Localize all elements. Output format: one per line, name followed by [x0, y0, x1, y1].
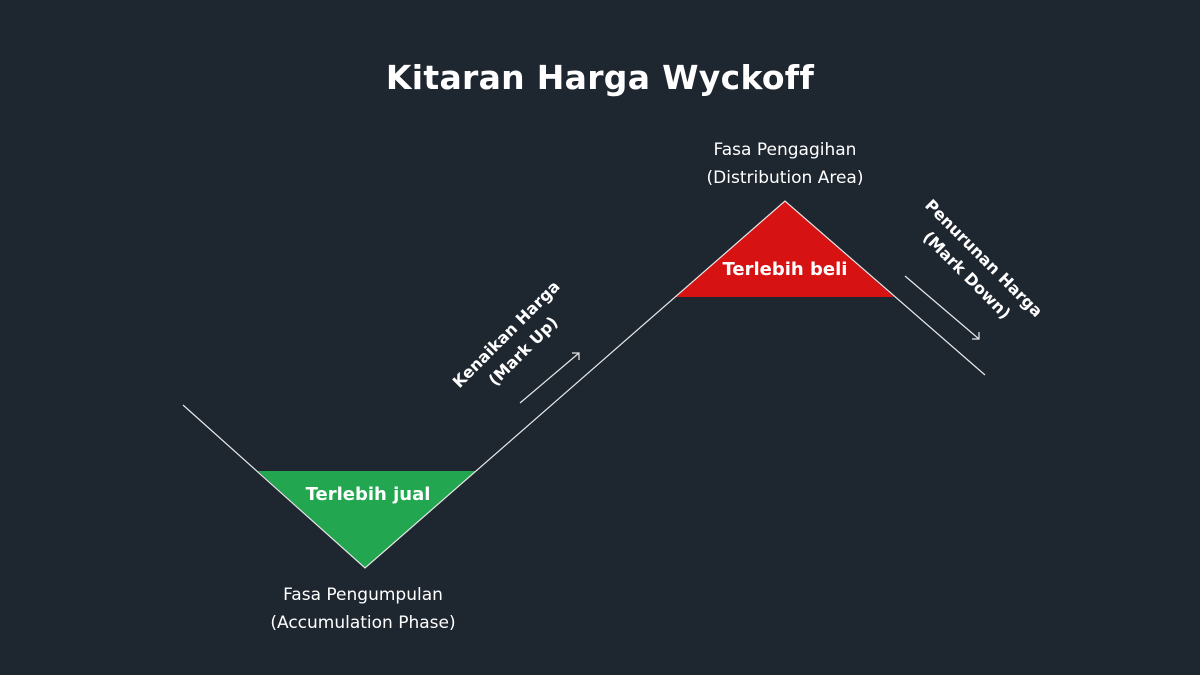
markup-arrow [519, 352, 580, 404]
accumulation-phase-english: (Accumulation Phase) [270, 613, 456, 633]
distribution-phase-english: (Distribution Area) [706, 168, 864, 188]
distribution-phase-label: Fasa Pengagihan (Distribution Area) [635, 136, 935, 192]
price-cycle-line [182, 200, 986, 569]
distribution-phase-name: Fasa Pengagihan [713, 140, 857, 160]
markdown-arrow [904, 275, 980, 340]
accumulation-phase-label: Fasa Pengumpulan (Accumulation Phase) [213, 581, 513, 637]
overbought-label: Terlebih beli [722, 259, 848, 280]
accumulation-phase-name: Fasa Pengumpulan [283, 585, 443, 605]
oversold-triangle [258, 471, 476, 568]
overbought-triangle [676, 201, 894, 297]
oversold-label: Terlebih jual [305, 484, 431, 505]
diagram-title: Kitaran Harga Wyckoff [385, 58, 815, 97]
